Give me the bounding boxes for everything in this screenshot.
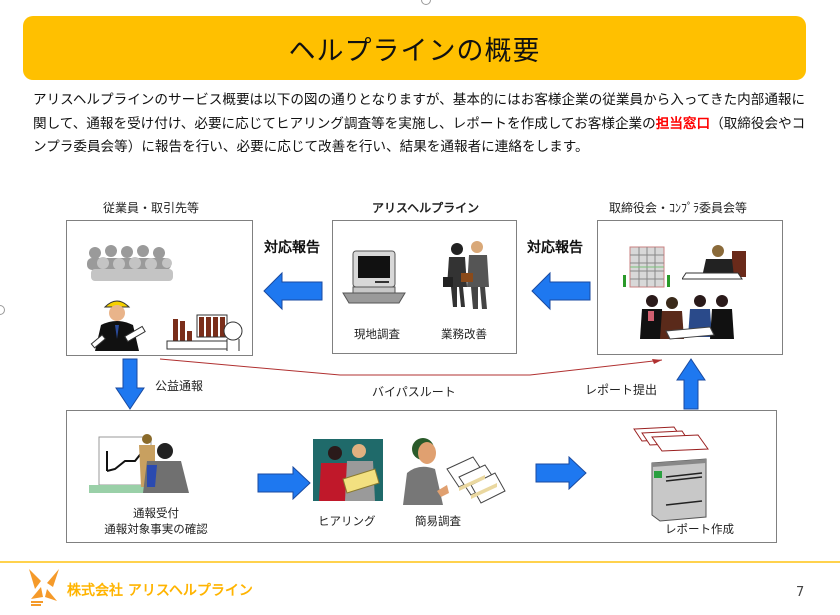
bypass-route-label: バイパスルート (372, 385, 456, 399)
step-investigation: 簡易調査 (415, 514, 461, 528)
company-name: 株式会社 アリスヘルプライン (67, 583, 253, 599)
public-report-label: 公益通報 (155, 379, 204, 393)
step-report-creation: レポート作成 (665, 522, 734, 536)
helpline-box: 現地調査 業務改善 (332, 220, 517, 354)
computer-icon (342, 250, 406, 304)
helpline-label: アリスヘルプライン (372, 201, 480, 215)
report-printer-icon (633, 426, 709, 522)
crowd-icon (87, 245, 173, 281)
step-reception-line1: 通報受付 (133, 506, 179, 520)
process-box: 通報受付 通報対象事実の確認 ヒアリング 簡易調査 (66, 410, 777, 543)
intro-paragraph: アリスヘルプラインのサービス概要は以下の図の通りとなりますが、基本的にはお客様企… (33, 89, 813, 160)
intro-text-1: アリスヘルプラインのサービス概要は以下の図の通りとなりますが、基本的にはお客様企… (33, 92, 806, 132)
intro-highlight: 担当窓口 (655, 115, 711, 132)
board-box (597, 220, 783, 355)
worker-helmet-icon (90, 300, 146, 351)
arrow-up-icon (676, 358, 706, 410)
building-icon (623, 246, 670, 288)
employees-label: 従業員・取引先等 (103, 201, 200, 215)
bypass-route-line (159, 358, 663, 376)
employees-box (66, 220, 253, 356)
step-reception-line2: 通報対象事実の確認 (104, 522, 208, 536)
arrow-right-icon (535, 456, 587, 490)
arrow-down-icon (115, 358, 145, 410)
reception-icon (89, 434, 189, 493)
arrow-label-response-report-left: 対応報告 (264, 240, 320, 256)
company-logo-icon (29, 569, 59, 606)
page-title: ヘルプラインの概要 (288, 35, 541, 67)
board-label: 取締役会・ｺﾝﾌﾟﾗ委員会等 (609, 201, 748, 215)
intro-text-2: （取締役会やコンプラ委員会等）に報告を行い、必要に応じて改善を行い、結果を通報者… (33, 115, 806, 156)
hearing-icon (313, 439, 383, 501)
slide-handle-top (421, 0, 431, 5)
helpline-item-onsite: 現地調査 (354, 327, 400, 341)
arrow-label-response-report-right: 対応報告 (527, 240, 583, 256)
arrow-left-icon (263, 271, 323, 311)
arrow-right-icon (257, 466, 311, 500)
slide-handle-left (0, 305, 5, 315)
helpline-item-improvement: 業務改善 (441, 327, 487, 341)
investigation-icon (403, 438, 506, 505)
factory-icon (166, 314, 243, 351)
footer-divider (0, 561, 840, 563)
meeting-icon (640, 295, 734, 340)
title-bar: ヘルプラインの概要 (23, 16, 806, 80)
executive-icon (682, 245, 746, 280)
report-submit-label: レポート提出 (585, 383, 658, 397)
step-hearing: ヒアリング (318, 514, 376, 528)
page-number: 7 (796, 585, 805, 600)
arrow-left-icon (531, 271, 591, 311)
businesspeople-icon (443, 241, 489, 309)
